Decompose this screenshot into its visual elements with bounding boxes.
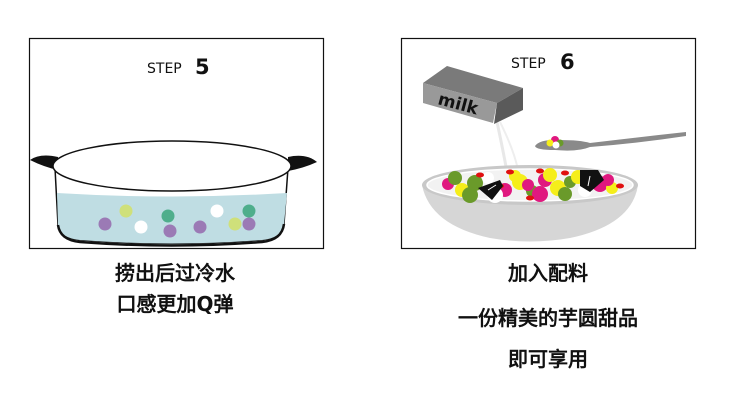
taro-ball	[119, 204, 133, 218]
taro-ball	[98, 217, 112, 231]
step5-caption-line-1: 捞出后过冷水	[115, 261, 236, 285]
step6-label: STEP	[511, 56, 546, 72]
taro-ball	[163, 224, 177, 238]
red-bean	[616, 183, 624, 189]
topping-ball	[558, 187, 572, 201]
step6-caption-line-1: 加入配料	[507, 261, 588, 285]
red-bean	[506, 169, 514, 175]
step5-panel: STEP 5	[28, 37, 325, 250]
taro-ball	[228, 217, 242, 231]
red-bean	[561, 170, 569, 176]
step6-caption-line-3: 即可享用	[508, 347, 588, 371]
red-bean	[536, 168, 544, 174]
red-bean	[476, 172, 484, 178]
topping-ball	[602, 174, 614, 186]
bowl	[422, 165, 638, 242]
step6-panel: STEP 6 milk	[400, 37, 697, 250]
topping-ball	[467, 175, 483, 191]
topping-ball	[543, 168, 557, 182]
step6-number: 6	[560, 50, 575, 74]
taro-ball	[242, 217, 256, 231]
topping-ball	[448, 171, 462, 185]
taro-ball	[134, 220, 148, 234]
pot-handle-right	[288, 155, 317, 171]
grass-jelly-piece	[580, 170, 604, 192]
taro-ball	[193, 220, 207, 234]
topping-ball	[522, 179, 534, 191]
pot-handle-left	[30, 155, 58, 170]
taro-ball	[161, 209, 175, 223]
step5-number: 5	[195, 55, 210, 79]
pot-rim	[52, 140, 292, 192]
red-bean	[526, 195, 534, 201]
taro-ball	[242, 204, 256, 218]
spoon	[535, 132, 686, 151]
grass-jelly-piece	[478, 180, 503, 200]
milk-carton: milk	[423, 66, 523, 124]
taro-balls	[98, 204, 256, 238]
step5-label: STEP	[147, 61, 182, 77]
topping-ball	[462, 187, 478, 203]
topping-ball	[532, 186, 548, 202]
taro-ball	[210, 204, 224, 218]
topping-ball	[482, 172, 494, 184]
step5-caption-line-2: 口感更加Q弹	[116, 292, 233, 316]
pot-illustration	[30, 140, 317, 247]
step6-caption-line-2: 一份精美的芋圆甜品	[458, 306, 638, 330]
